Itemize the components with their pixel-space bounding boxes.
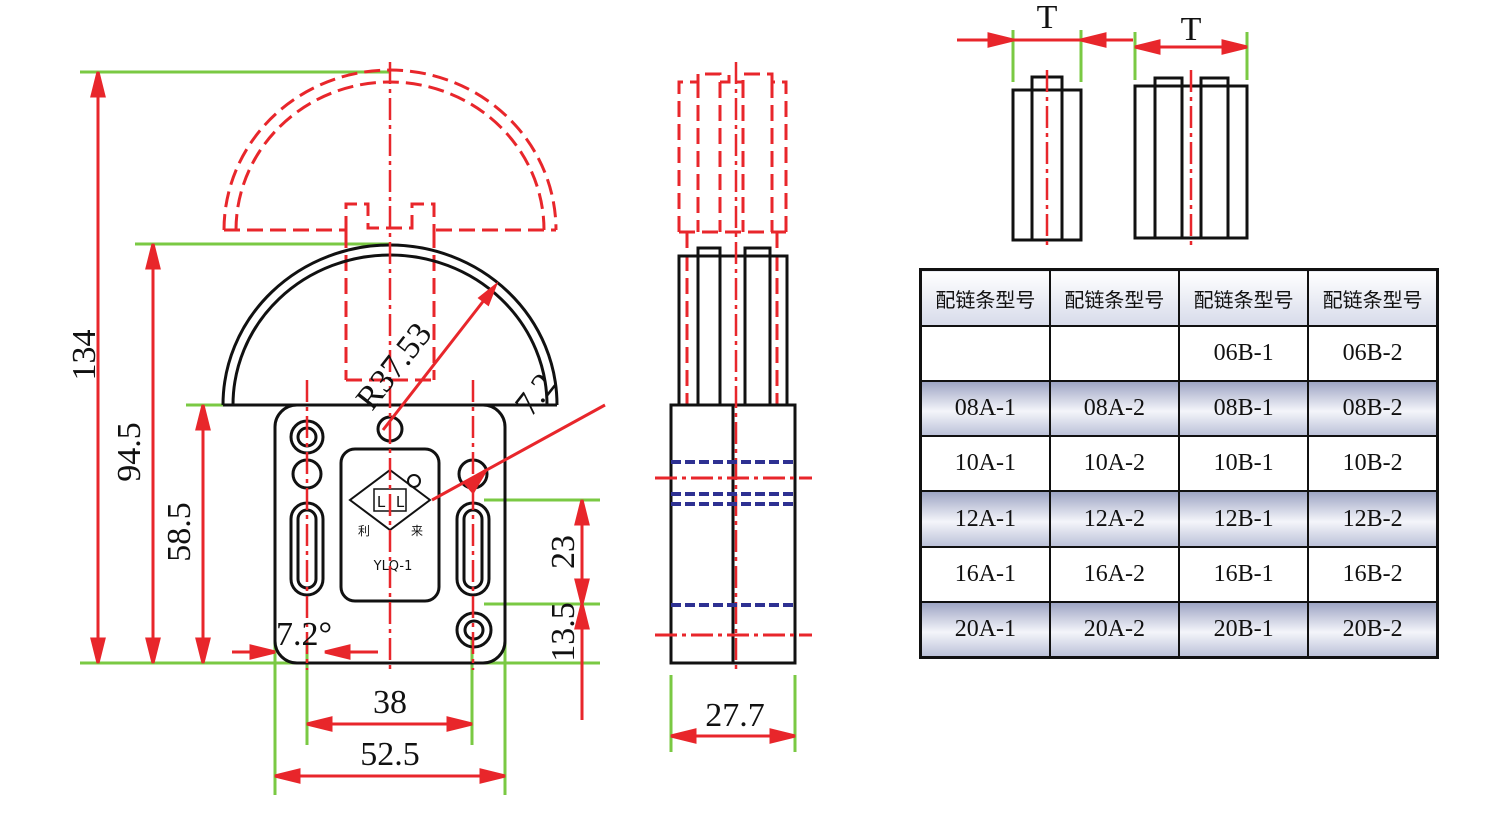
- table-cell: 20B-1: [1177, 600, 1310, 659]
- table-cell: 10A-2: [1048, 435, 1181, 493]
- dim-23: 23: [545, 535, 582, 569]
- side-extension-lines: [669, 675, 797, 752]
- table-cell: 20B-2: [1307, 600, 1439, 659]
- table-cell: 16A-2: [1048, 545, 1181, 603]
- table-cell: 10B-2: [1307, 435, 1439, 493]
- side-section-lines: [671, 460, 795, 607]
- table-cell: 08B-2: [1307, 380, 1439, 438]
- table-cell: 16B-2: [1307, 545, 1439, 603]
- dim-13-5: 13.5: [545, 602, 582, 662]
- table-cell: 12A-2: [1048, 490, 1181, 548]
- logo-letter-right: L: [396, 493, 405, 511]
- front-extension-lines: [80, 70, 600, 795]
- logo-char-left: 利: [358, 524, 370, 538]
- table-header-row: 配链条型号 配链条型号 配链条型号 配链条型号: [919, 268, 1439, 327]
- table-cell: 20A-2: [1048, 600, 1181, 659]
- dim-38: 38: [373, 684, 407, 721]
- front-center-lines: [305, 62, 475, 670]
- dim-94-5: 94.5: [111, 422, 148, 482]
- dim-thickness-double: T: [1181, 11, 1202, 48]
- table-row: 10A-1 10A-2 10B-1 10B-2: [919, 435, 1439, 493]
- dim-52-5: 52.5: [360, 736, 420, 773]
- table-header: 配链条型号: [919, 268, 1051, 327]
- logo-model: YLQ-1: [373, 559, 413, 574]
- table-cell: 08A-1: [919, 380, 1051, 438]
- side-hidden-top: [677, 72, 788, 405]
- table-cell: 16B-1: [1177, 545, 1310, 603]
- front-view: L L 利 来 YLQ-1: [66, 62, 606, 795]
- dim-thickness-single: T: [1037, 0, 1058, 36]
- dim-27-7: 27.7: [705, 697, 765, 734]
- dim-radius: R37.53: [349, 316, 439, 417]
- table-header: 配链条型号: [1307, 268, 1439, 327]
- table-row: 16A-1 16A-2 16B-1 16B-2: [919, 545, 1439, 603]
- side-body: [669, 246, 797, 665]
- dim-corner-angle: 7.2°: [276, 616, 332, 653]
- table-cell: 12B-2: [1307, 490, 1439, 548]
- table-header: 配链条型号: [1048, 268, 1181, 327]
- table-row: 08A-1 08A-2 08B-1 08B-2: [919, 380, 1439, 438]
- table-cell: 10B-1: [1177, 435, 1310, 493]
- chain-model-table: 配链条型号 配链条型号 配链条型号 配链条型号 06B-1 06B-2 08A-…: [919, 268, 1439, 659]
- table-cell: [919, 324, 1051, 383]
- dim-134: 134: [66, 330, 103, 381]
- detail-center-lines: [1045, 70, 1193, 250]
- table-cell: 06B-1: [1177, 324, 1310, 383]
- logo-char-right: 来: [411, 524, 423, 538]
- table-cell: 06B-2: [1307, 324, 1439, 383]
- detail-dimension-lines: [957, 32, 1248, 55]
- table-cell: 08B-1: [1177, 380, 1310, 438]
- dim-58-5: 58.5: [161, 502, 198, 562]
- sprocket-detail-views: T T: [957, 0, 1249, 250]
- side-view: 27.7: [655, 62, 812, 752]
- table-cell: 08A-2: [1048, 380, 1181, 438]
- table-cell: 12B-1: [1177, 490, 1310, 548]
- table-header: 配链条型号: [1177, 268, 1310, 327]
- table-row: 06B-1 06B-2: [919, 324, 1439, 383]
- side-dimension-line: [670, 728, 796, 744]
- table-row: 20A-1 20A-2 20B-1 20B-2: [919, 600, 1439, 659]
- table-cell: 12A-1: [919, 490, 1051, 548]
- front-dimension-lines: [90, 71, 606, 784]
- table-cell: 16A-1: [919, 545, 1051, 603]
- table-cell: [1048, 324, 1181, 383]
- side-hole-lines: [655, 476, 812, 637]
- table-cell: 10A-1: [919, 435, 1051, 493]
- table-cell: 20A-1: [919, 600, 1051, 659]
- table-row: 12A-1 12A-2 12B-1 12B-2: [919, 490, 1439, 548]
- logo-letter-left: L: [377, 493, 386, 511]
